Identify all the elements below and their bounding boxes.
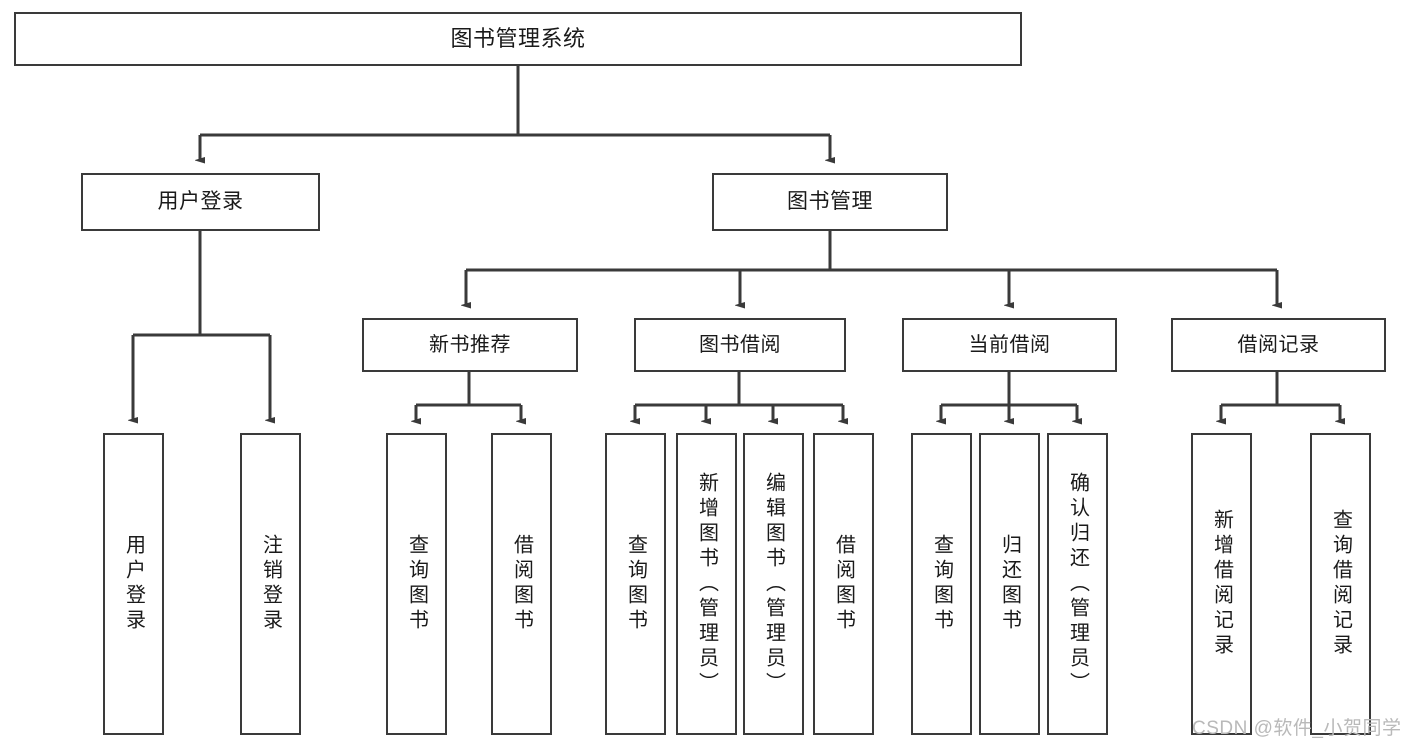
node-label: 注销登录 bbox=[259, 534, 282, 634]
node-label: 编辑图书（管理员） bbox=[762, 471, 785, 697]
node-root-book-management-system[interactable]: 图书管理系统 bbox=[14, 12, 1022, 66]
leaf-book-borrow-query-book[interactable]: 查询图书 bbox=[605, 433, 666, 735]
node-label: 新增图书（管理员） bbox=[695, 471, 718, 697]
leaf-new-book-borrow-book[interactable]: 借阅图书 bbox=[491, 433, 552, 735]
node-label: 归还图书 bbox=[998, 534, 1021, 634]
node-book-management[interactable]: 图书管理 bbox=[712, 173, 948, 231]
node-label: 借阅记录 bbox=[1237, 333, 1320, 356]
leaf-book-borrow-borrow-book[interactable]: 借阅图书 bbox=[813, 433, 874, 735]
node-label: 借阅图书 bbox=[832, 534, 855, 634]
leaf-borrow-record-query-record[interactable]: 查询借阅记录 bbox=[1310, 433, 1371, 735]
node-label: 用户登录 bbox=[122, 534, 145, 634]
node-label: 借阅图书 bbox=[510, 534, 533, 634]
node-label: 当前借阅 bbox=[968, 333, 1051, 356]
node-current-borrow[interactable]: 当前借阅 bbox=[902, 318, 1117, 372]
node-label: 查询图书 bbox=[624, 534, 647, 634]
node-label: 确认归还（管理员） bbox=[1066, 471, 1089, 697]
leaf-book-borrow-edit-book-admin[interactable]: 编辑图书（管理员） bbox=[743, 433, 804, 735]
node-label: 新增借阅记录 bbox=[1210, 509, 1233, 659]
leaf-user-login-login[interactable]: 用户登录 bbox=[103, 433, 164, 735]
leaf-borrow-record-add-record[interactable]: 新增借阅记录 bbox=[1191, 433, 1252, 735]
node-label: 查询图书 bbox=[405, 534, 428, 634]
node-label: 新书推荐 bbox=[429, 333, 511, 356]
node-label: 图书借阅 bbox=[699, 333, 781, 356]
node-label: 查询图书 bbox=[930, 534, 953, 634]
leaf-user-login-logout[interactable]: 注销登录 bbox=[240, 433, 301, 735]
leaf-current-borrow-confirm-return-admin[interactable]: 确认归还（管理员） bbox=[1047, 433, 1108, 735]
leaf-book-borrow-add-book-admin[interactable]: 新增图书（管理员） bbox=[676, 433, 737, 735]
node-borrow-record[interactable]: 借阅记录 bbox=[1171, 318, 1386, 372]
node-user-login[interactable]: 用户登录 bbox=[81, 173, 320, 231]
node-label: 图书管理 bbox=[787, 189, 873, 213]
node-label: 图书管理系统 bbox=[450, 26, 586, 52]
node-new-book-recommend[interactable]: 新书推荐 bbox=[362, 318, 578, 372]
node-book-borrow[interactable]: 图书借阅 bbox=[634, 318, 846, 372]
leaf-current-borrow-return-book[interactable]: 归还图书 bbox=[979, 433, 1040, 735]
node-label: 查询借阅记录 bbox=[1329, 509, 1352, 659]
leaf-current-borrow-query-book[interactable]: 查询图书 bbox=[911, 433, 972, 735]
leaf-new-book-query-book[interactable]: 查询图书 bbox=[386, 433, 447, 735]
node-label: 用户登录 bbox=[157, 189, 244, 213]
